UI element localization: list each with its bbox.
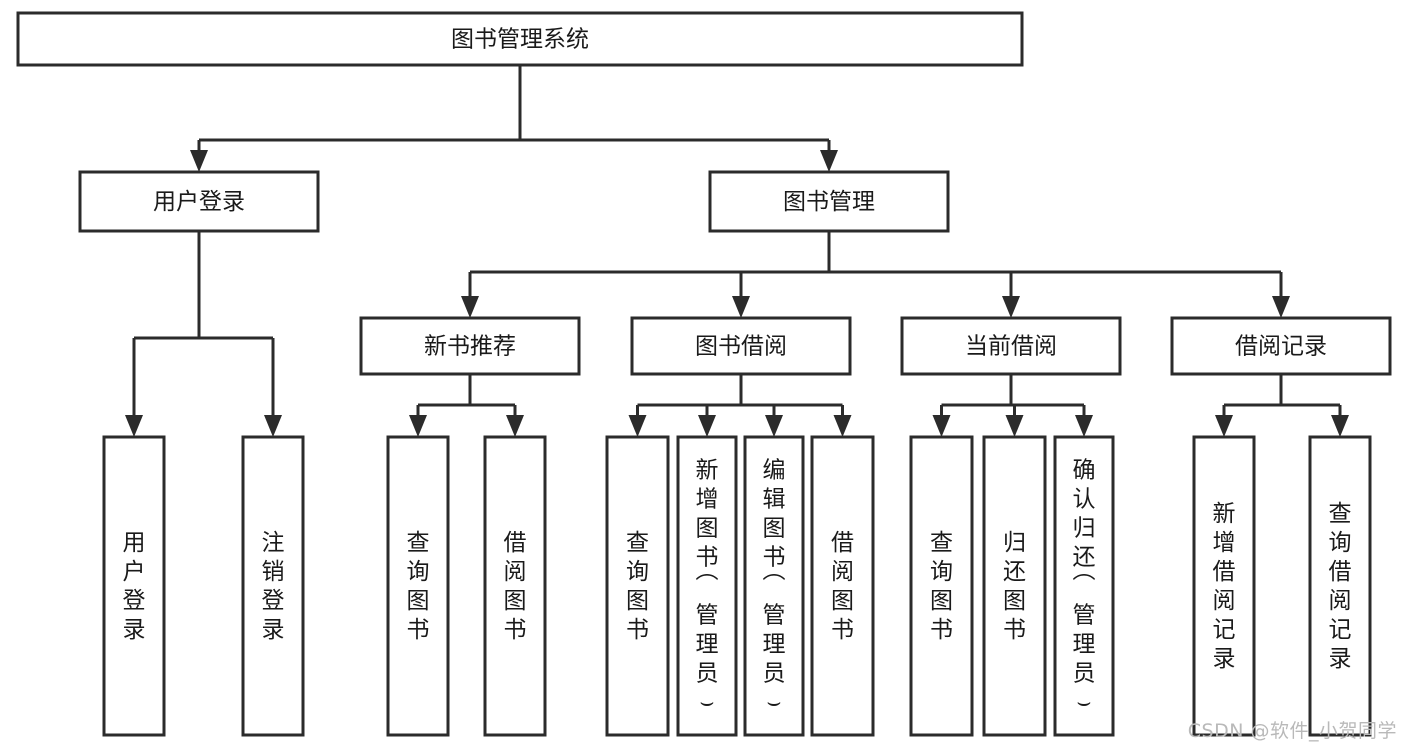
- node-box-current-borrow[interactable]: [900, 316, 1122, 376]
- node-leaf-query-book-1[interactable]: 查询图书: [386, 435, 450, 737]
- node-box-leaf-query-book-3[interactable]: [909, 435, 974, 737]
- arrow-head-icon-leaf-confirm-return: [1075, 415, 1093, 437]
- node-label-leaf-query-book-2: 查询图书: [626, 530, 649, 643]
- node-box-leaf-add-book[interactable]: [676, 435, 738, 737]
- arrow-head-icon-leaf-query-book-3: [932, 415, 951, 437]
- node-label-new-book-recommend: 新书推荐: [424, 334, 516, 360]
- node-leaf-user-login[interactable]: 用户登录: [102, 435, 166, 737]
- arrow-head-icon-leaf-add-book: [698, 415, 716, 437]
- arrow-head-icon-user-login: [190, 150, 208, 172]
- node-borrow-record[interactable]: 借阅记录: [1170, 316, 1392, 376]
- node-label-root: 图书管理系统: [451, 27, 589, 53]
- node-box-book-borrow[interactable]: [630, 316, 852, 376]
- node-label-leaf-query-book-3: 查询图书: [930, 530, 953, 643]
- node-box-user-login[interactable]: [78, 170, 320, 233]
- arrow-head-icon-leaf-return-book: [1005, 415, 1024, 437]
- node-user-login[interactable]: 用户登录: [78, 170, 320, 233]
- node-book-management[interactable]: 图书管理: [708, 170, 950, 233]
- nodes-layer: 图书管理系统用户登录用户登录注销登录图书管理新书推荐查询图书借阅图书图书借阅查询…: [16, 11, 1392, 737]
- arrow-head-icon-leaf-add-record: [1215, 415, 1233, 437]
- node-label-book-management: 图书管理: [783, 189, 875, 215]
- node-new-book-recommend[interactable]: 新书推荐: [359, 316, 581, 376]
- arrow-head-icon-current-borrow: [1002, 296, 1020, 318]
- node-leaf-return-book[interactable]: 归还图书: [982, 435, 1047, 737]
- node-leaf-borrow-book-2[interactable]: 借阅图书: [810, 435, 875, 737]
- arrow-head-icon-new-book-recommend: [461, 296, 479, 318]
- node-box-leaf-confirm-return[interactable]: [1053, 435, 1115, 737]
- node-label-leaf-borrow-book-1: 借阅图书: [504, 530, 527, 643]
- arrow-head-icon-leaf-query-book-1: [409, 415, 427, 437]
- node-label-borrow-record: 借阅记录: [1235, 334, 1327, 360]
- node-leaf-confirm-return[interactable]: 确认归还⌒管理员⌣: [1053, 435, 1115, 737]
- node-label-current-borrow: 当前借阅: [965, 334, 1057, 360]
- arrow-head-icon-leaf-edit-book: [765, 415, 783, 437]
- node-leaf-borrow-book-1[interactable]: 借阅图书: [483, 435, 547, 737]
- node-label-leaf-logout: 注销登录: [262, 530, 285, 643]
- arrow-head-icon-leaf-query-book-2: [628, 415, 647, 437]
- node-leaf-query-record[interactable]: 查询借阅记录: [1308, 435, 1372, 737]
- node-leaf-query-book-3[interactable]: 查询图书: [909, 435, 974, 737]
- node-label-leaf-query-book-1: 查询图书: [407, 530, 430, 643]
- node-label-user-login: 用户登录: [153, 189, 245, 215]
- node-label-leaf-return-book: 归还图书: [1003, 530, 1026, 643]
- node-current-borrow[interactable]: 当前借阅: [900, 316, 1122, 376]
- node-label-leaf-confirm-return: 确认归还⌒管理员⌣: [1073, 458, 1096, 716]
- arrow-head-icon-book-management: [820, 150, 838, 172]
- node-box-leaf-logout[interactable]: [241, 435, 305, 737]
- arrow-head-icon-leaf-query-record: [1331, 415, 1349, 437]
- node-box-leaf-query-record[interactable]: [1308, 435, 1372, 737]
- node-box-new-book-recommend[interactable]: [359, 316, 581, 376]
- arrow-head-icon-leaf-user-login: [125, 415, 143, 437]
- arrow-head-icon-leaf-logout: [264, 415, 282, 437]
- node-box-root[interactable]: [16, 11, 1024, 67]
- node-box-leaf-add-record[interactable]: [1192, 435, 1256, 737]
- node-leaf-add-book[interactable]: 新增图书⌒管理员⌣: [676, 435, 738, 737]
- node-label-leaf-user-login: 用户登录: [123, 530, 146, 643]
- node-book-borrow[interactable]: 图书借阅: [630, 316, 852, 376]
- node-leaf-logout[interactable]: 注销登录: [241, 435, 305, 737]
- node-box-leaf-user-login[interactable]: [102, 435, 166, 737]
- node-leaf-add-record[interactable]: 新增借阅记录: [1192, 435, 1256, 737]
- node-box-leaf-borrow-book-2[interactable]: [810, 435, 875, 737]
- node-root[interactable]: 图书管理系统: [16, 11, 1024, 67]
- connectors-layer: [125, 65, 1349, 437]
- node-label-leaf-add-book: 新增图书⌒管理员⌣: [696, 458, 719, 716]
- node-label-leaf-edit-book: 编辑图书⌒管理员⌣: [763, 458, 786, 716]
- node-box-borrow-record[interactable]: [1170, 316, 1392, 376]
- node-box-book-management[interactable]: [708, 170, 950, 233]
- node-label-book-borrow: 图书借阅: [695, 334, 787, 360]
- arrow-head-icon-leaf-borrow-book-2: [833, 415, 852, 437]
- node-box-leaf-return-book[interactable]: [982, 435, 1047, 737]
- arrow-head-icon-book-borrow: [732, 296, 750, 318]
- node-box-leaf-query-book-1[interactable]: [386, 435, 450, 737]
- node-label-leaf-query-record: 查询借阅记录: [1329, 501, 1352, 672]
- node-box-leaf-query-book-2[interactable]: [605, 435, 670, 737]
- node-leaf-query-book-2[interactable]: 查询图书: [605, 435, 670, 737]
- node-leaf-edit-book[interactable]: 编辑图书⌒管理员⌣: [743, 435, 805, 737]
- node-label-leaf-add-record: 新增借阅记录: [1213, 501, 1236, 672]
- node-box-leaf-edit-book[interactable]: [743, 435, 805, 737]
- node-label-leaf-borrow-book-2: 借阅图书: [831, 530, 854, 643]
- arrow-head-icon-leaf-borrow-book-1: [506, 415, 524, 437]
- arrow-head-icon-borrow-record: [1272, 296, 1290, 318]
- node-box-leaf-borrow-book-1[interactable]: [483, 435, 547, 737]
